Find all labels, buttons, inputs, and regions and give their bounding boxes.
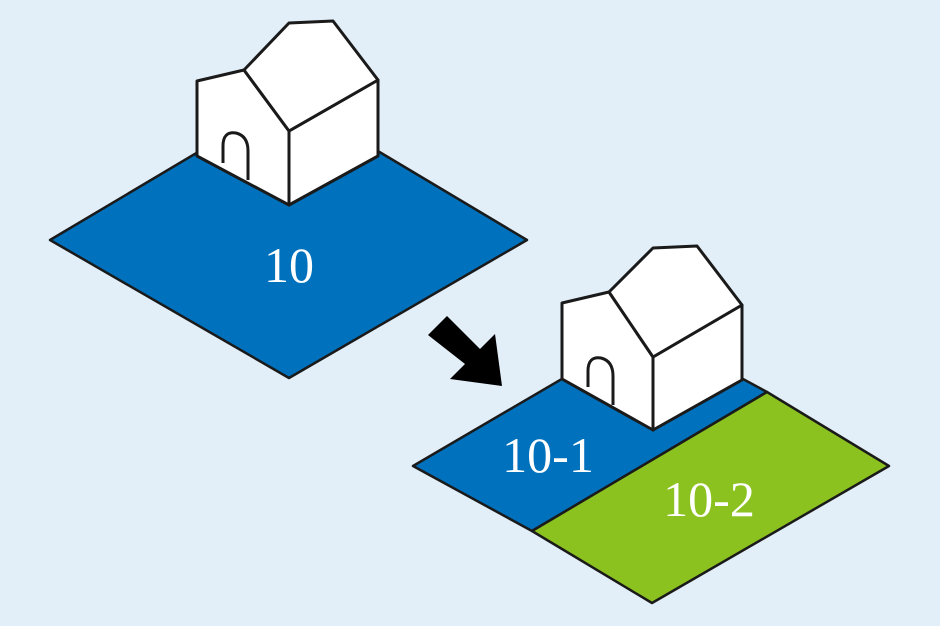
house-roof bbox=[242, 19, 380, 133]
lot-before: 10 bbox=[48, 19, 529, 380]
lot-label-10: 10 bbox=[264, 237, 314, 293]
house-icon bbox=[195, 19, 380, 207]
parcel-10-2 bbox=[530, 390, 891, 605]
house-door bbox=[221, 131, 250, 180]
arrow-down-right-icon bbox=[428, 316, 502, 386]
parcel-10 bbox=[48, 96, 529, 380]
house-icon bbox=[560, 244, 744, 432]
house-door bbox=[586, 356, 615, 405]
house-roof bbox=[607, 244, 744, 359]
lot-label-10-2: 10-2 bbox=[663, 471, 755, 527]
lots-after: 10-1 10-2 bbox=[411, 244, 891, 605]
lot-label-10-1: 10-1 bbox=[502, 427, 594, 483]
